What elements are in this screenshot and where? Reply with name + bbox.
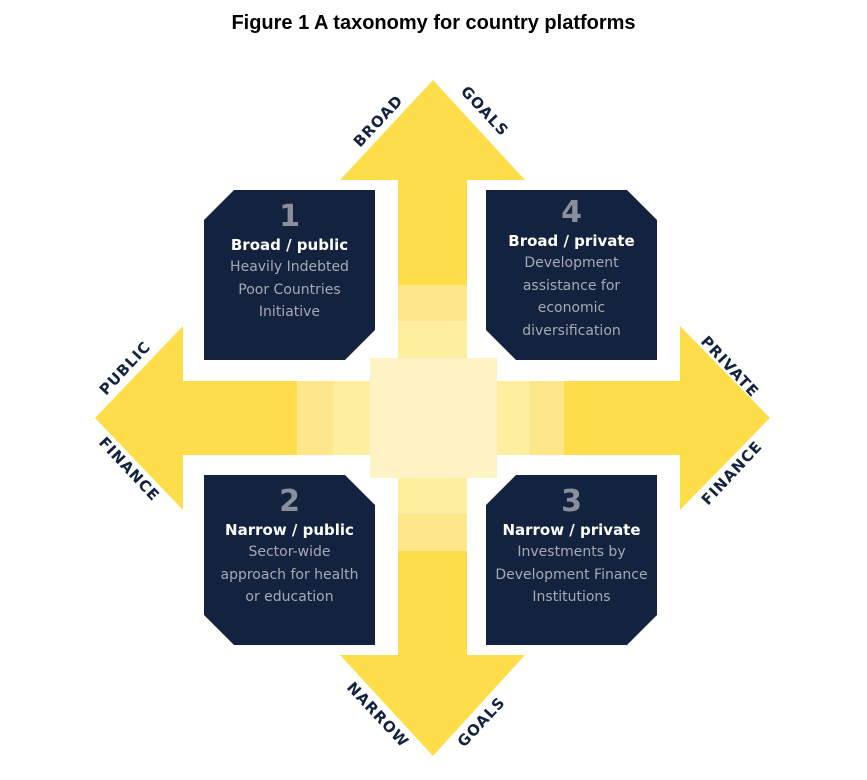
quadrant-description: Development assistance for economic dive… <box>522 255 621 339</box>
quadrant-description: Heavily Indebted Poor Countries Initiati… <box>230 259 349 320</box>
quadrant-description: Sector-wide approach for health or educa… <box>220 544 359 605</box>
quadrant-heading: Narrow / public <box>225 521 354 539</box>
figure-title: Figure 1 A taxonomy for country platform… <box>231 12 636 34</box>
quadrant-heading: Narrow / private <box>502 521 641 539</box>
quadrant-heading: Broad / private <box>508 232 635 250</box>
quadrant-heading: Broad / public <box>230 236 349 254</box>
quadrant-broad-public: 1 Broad / public Heavily Indebted Poor C… <box>204 190 375 360</box>
quadrant-number: 1 <box>279 199 300 234</box>
quadrant-broad-private: 4 Broad / private Development assistance… <box>486 190 657 360</box>
quadrant-narrow-public: 2 Narrow / public Sector-wide approach f… <box>204 475 375 645</box>
quadrant-number: 4 <box>561 195 582 230</box>
quadrant-number: 2 <box>279 484 300 519</box>
quadrant-number: 3 <box>561 484 582 519</box>
center-gradient <box>297 285 564 551</box>
quadrant-narrow-private: 3 Narrow / private Investments by Develo… <box>486 475 657 645</box>
quadrant-description: Investments by Development Finance Insti… <box>495 544 648 605</box>
